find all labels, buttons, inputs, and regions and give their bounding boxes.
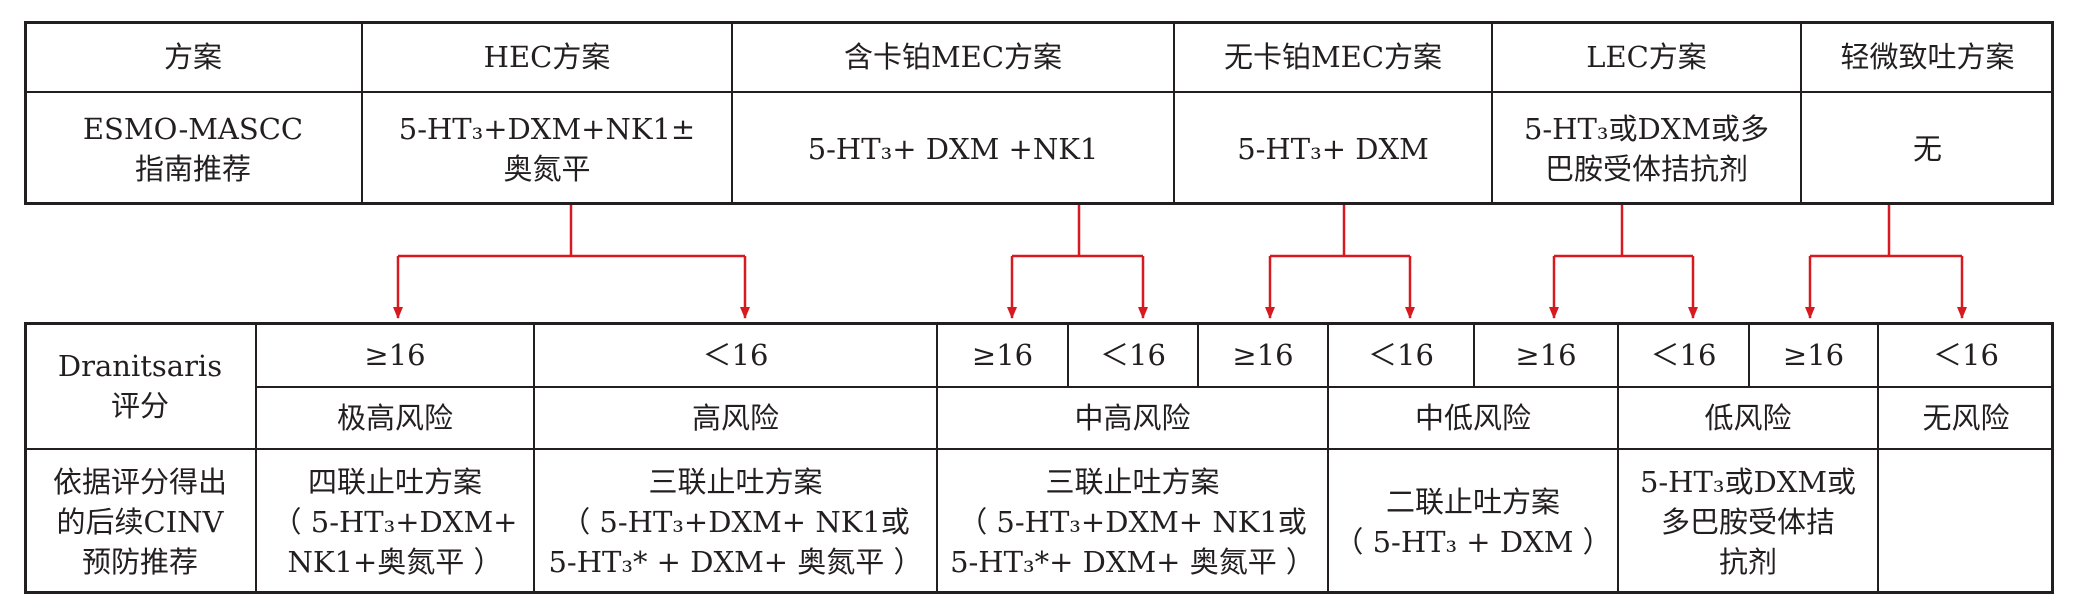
connector-carbo-mec bbox=[1007, 205, 1148, 319]
score-cell: ≥16 bbox=[1782, 337, 1845, 372]
bottom-score-divider bbox=[1197, 322, 1199, 387]
risk-none: 无风险 bbox=[1922, 401, 2010, 435]
bottom-col-divider bbox=[1327, 322, 1329, 594]
bottom-row-divider bbox=[24, 448, 2054, 450]
top-col-divider bbox=[1491, 21, 1493, 205]
score-cell: ＜16 bbox=[1650, 337, 1717, 372]
top-rec-noncarbo-mec: 5-HT₃+ DXM bbox=[1237, 131, 1429, 166]
top-header-lec: LEC方案 bbox=[1586, 39, 1707, 74]
top-rec-carbo-mec: 5-HT₃+ DXM +NK1 bbox=[807, 131, 1099, 166]
rec-low: 5-HT₃或DXM或多巴胺受体拮抗剂 bbox=[1639, 464, 1857, 579]
bottom-col-divider bbox=[936, 322, 938, 594]
top-col-divider bbox=[731, 21, 733, 205]
connector-hec bbox=[393, 205, 750, 319]
risk-high: 高风险 bbox=[691, 401, 779, 435]
top-header-plan: 方案 bbox=[163, 39, 222, 74]
top-col-divider bbox=[1173, 21, 1175, 205]
top-header-noncarbo-mec: 无卡铂MEC方案 bbox=[1223, 39, 1443, 74]
connector-noncarbo-mec bbox=[1265, 205, 1415, 319]
score-cell: ≥16 bbox=[1232, 337, 1294, 372]
bottom-score-divider bbox=[1473, 322, 1475, 387]
connector-lec bbox=[1549, 205, 1698, 319]
score-cell: ＜16 bbox=[1368, 337, 1434, 372]
risk-low: 低风险 bbox=[1704, 401, 1792, 435]
top-table bbox=[24, 21, 2054, 205]
bottom-col-divider bbox=[1877, 322, 1879, 594]
risk-mid-high: 中高风险 bbox=[1074, 401, 1191, 435]
top-rec-lec: 5-HT₃或DXM或多巴胺受体拮抗剂 bbox=[1523, 111, 1770, 186]
rec-very-high: 四联止吐方案（ 5-HT₃+DXM+NK1+奥氮平 ） bbox=[272, 464, 518, 579]
bottom-score-divider bbox=[1748, 322, 1750, 387]
top-col-divider bbox=[1800, 21, 1802, 205]
bottom-row-divider bbox=[255, 386, 2054, 388]
top-col-divider bbox=[361, 21, 363, 205]
bottom-col-divider bbox=[533, 322, 535, 594]
top-header-minimal: 轻微致吐方案 bbox=[1840, 39, 2015, 74]
top-rec-hec: 5-HT₃+DXM+NK1±奥氮平 bbox=[398, 111, 696, 186]
rec-none bbox=[1878, 449, 2054, 594]
top-rec-minimal: 无 bbox=[1912, 131, 1942, 166]
top-header-carbo-mec: 含卡铂MEC方案 bbox=[843, 39, 1063, 74]
score-cell: ＜16 bbox=[702, 337, 769, 372]
bottom-col-divider bbox=[1617, 322, 1619, 594]
score-cell: ≥16 bbox=[364, 337, 426, 372]
rec-mid-low: 二联止吐方案（ 5-HT₃ + DXM ） bbox=[1334, 484, 1612, 559]
bottom-table bbox=[24, 322, 2054, 594]
score-cell: ≥16 bbox=[1515, 337, 1577, 372]
score-cell: ＜16 bbox=[1933, 337, 1999, 372]
bottom-score-divider bbox=[1067, 322, 1069, 387]
top-header-hec: HEC方案 bbox=[483, 39, 611, 74]
top-table-row-divider bbox=[24, 91, 2054, 93]
bottom-label-divider bbox=[255, 322, 257, 594]
score-cell: ≥16 bbox=[971, 337, 1034, 372]
risk-very-high: 极高风险 bbox=[336, 401, 453, 435]
connector-minimal bbox=[1805, 205, 1967, 319]
score-cell: ＜16 bbox=[1100, 337, 1166, 372]
risk-mid-low: 中低风险 bbox=[1414, 401, 1531, 435]
